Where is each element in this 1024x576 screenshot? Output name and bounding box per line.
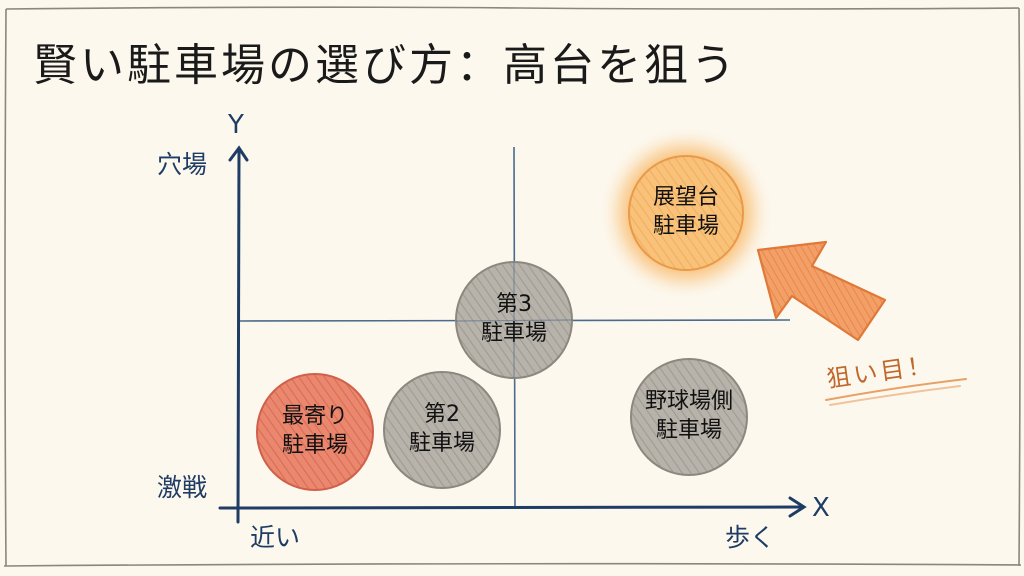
y-axis-arrowhead — [228, 145, 249, 162]
point-label-line1: 展望台 — [652, 185, 719, 210]
point-label-line1: 第2 — [424, 402, 460, 427]
point-nearest-parking: 最寄り 駐車場 — [250, 402, 380, 460]
point-label-line2: 駐車場 — [480, 321, 547, 346]
y-axis-low-label: 激戦 — [157, 473, 208, 502]
point-observatory-parking: 展望台 駐車場 — [621, 183, 751, 241]
x-axis-arrowhead — [788, 496, 807, 518]
page-title: 賢い駐車場の選び方：高台を狙う — [33, 40, 738, 91]
pointer-arrow-icon — [756, 240, 887, 342]
callout-underline — [825, 378, 967, 406]
point-ballpark-parking: 野球場側 駐車場 — [624, 387, 754, 445]
circle-second — [383, 371, 501, 489]
y-axis-high-label: 穴場 — [157, 150, 208, 179]
circle-nearest — [256, 373, 374, 491]
y-axis-line — [236, 148, 241, 524]
point-label-line1: 最寄り — [281, 404, 348, 429]
parking-circles — [256, 155, 748, 491]
point-label-line1: 第3 — [496, 292, 532, 317]
page-frame — [3, 6, 1022, 567]
axes — [218, 145, 807, 524]
x-axis-low-label: 近い — [250, 523, 301, 552]
point-third-parking: 第3 駐車場 — [449, 290, 579, 348]
circle-ballpark — [630, 358, 748, 476]
point-label-line1: 野球場側 — [644, 389, 733, 414]
x-axis-letter: X — [812, 493, 830, 523]
point-label-line2: 駐車場 — [281, 433, 348, 458]
x-axis-line — [218, 505, 805, 510]
point-second-parking: 第2 駐車場 — [377, 400, 507, 458]
x-axis-high-label: 歩く — [725, 523, 776, 552]
point-label-line2: 駐車場 — [652, 214, 719, 239]
point-label-line2: 駐車場 — [408, 431, 475, 456]
point-label-line2: 駐車場 — [655, 418, 722, 443]
circle-observatory — [628, 155, 744, 271]
y-axis-letter: Y — [228, 110, 244, 140]
